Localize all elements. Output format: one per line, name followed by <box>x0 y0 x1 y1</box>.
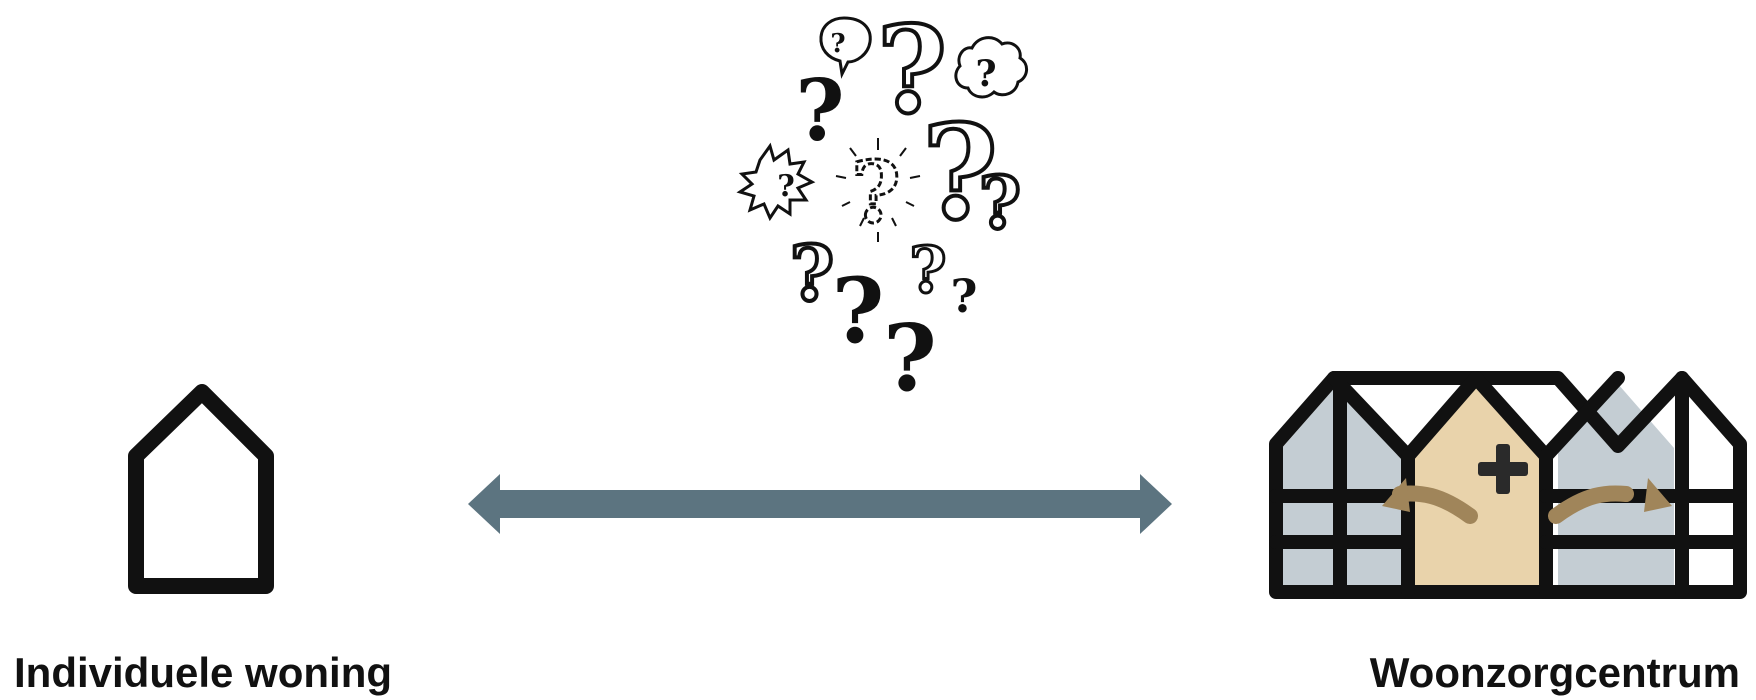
question-mark-cloud: ? <box>975 53 996 95</box>
double-arrow-icon <box>468 474 1172 534</box>
question-mark-small-1: ? <box>830 29 845 59</box>
question-mark-outline-small: ? <box>909 233 947 308</box>
question-mark-solid-3: ? <box>883 304 937 412</box>
question-mark-solid-2: ? <box>832 258 885 364</box>
question-mark-small-2: ? <box>951 269 978 323</box>
individual-home-label: Individuele woning <box>14 652 392 694</box>
question-marks-icon: ? ? ? ? ? ? ? ? ? ? ? ? ? <box>740 0 1027 412</box>
question-mark-striped: ? <box>979 160 1021 245</box>
single-house-icon <box>136 392 266 586</box>
question-mark-burst: ? <box>777 169 795 204</box>
question-mark-solid-1: ? <box>795 61 844 160</box>
question-mark-dotted: ? <box>790 229 835 318</box>
question-mark-center: ? <box>851 143 900 242</box>
care-center-label: Woonzorgcentrum <box>1370 652 1740 694</box>
care-home-icon <box>1276 376 1740 592</box>
